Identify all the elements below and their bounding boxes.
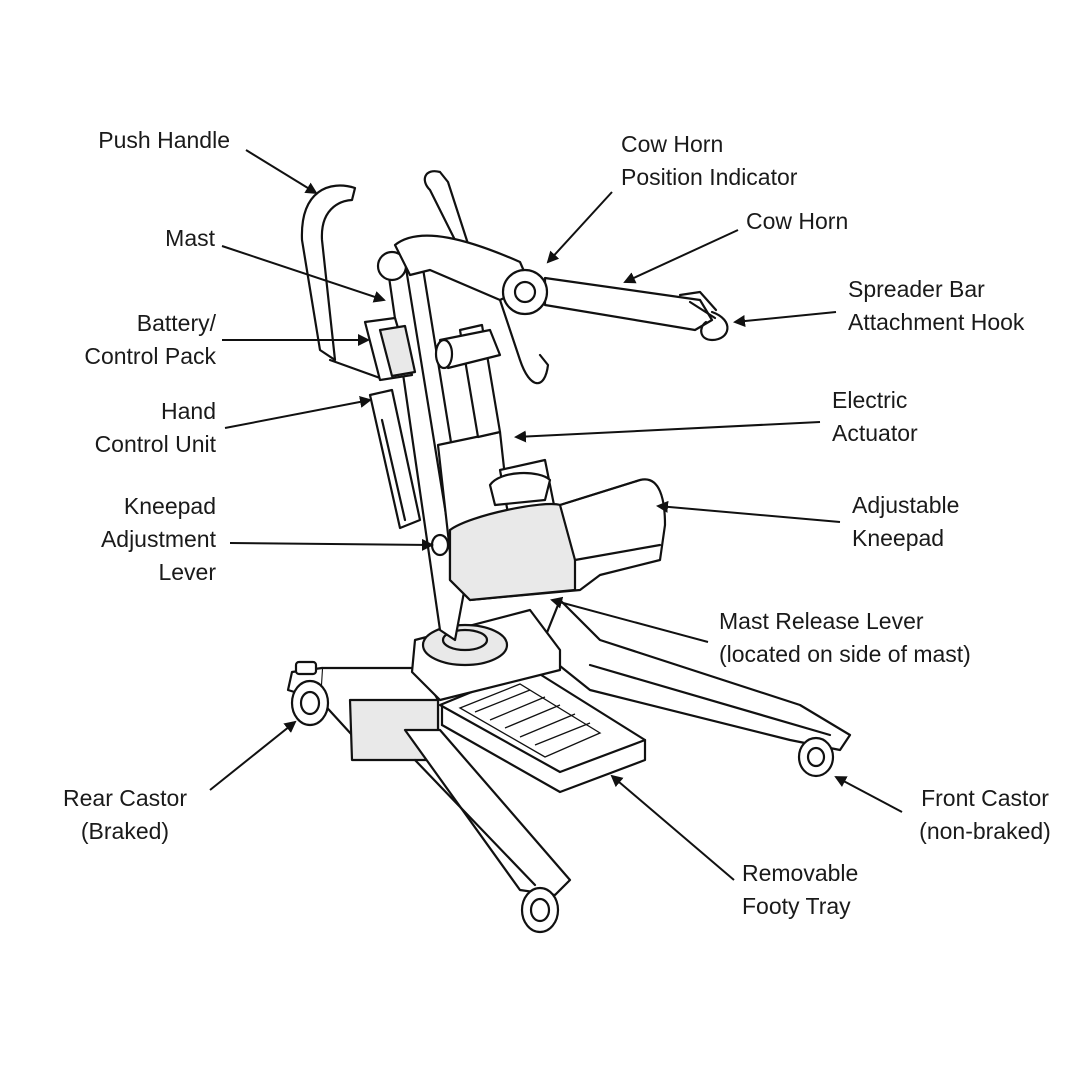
- label-spreader-bar-attachment-hook: Spreader Bar Attachment Hook: [848, 273, 1024, 339]
- arrow-cow-horn: [623, 229, 739, 284]
- label-line: Cow Horn: [621, 131, 724, 157]
- label-line: Adjustment: [100, 526, 216, 552]
- label-line: Mast: [165, 225, 215, 251]
- label-line: (located on side of mast): [719, 641, 971, 667]
- label-line: Lever: [158, 559, 216, 585]
- label-battery-control-pack: Battery/ Control Pack: [40, 307, 216, 373]
- label-line: Spreader Bar: [848, 276, 985, 302]
- arrow-front-castor: [834, 776, 903, 813]
- rear-right-leg: [403, 728, 572, 897]
- label-hand-control-unit: Hand Control Unit: [40, 395, 216, 461]
- cow-horn: [501, 268, 718, 332]
- label-line: Actuator: [832, 420, 918, 446]
- label-line: Battery/: [136, 310, 216, 336]
- arrow-mast-release: [550, 596, 709, 643]
- label-line: (Braked): [80, 818, 170, 844]
- label-line: Hand: [161, 398, 216, 424]
- push-handles: [300, 170, 472, 380]
- arrow-kneepad-lever: [229, 538, 434, 551]
- label-line: Position Indicator: [621, 164, 798, 190]
- front-castor: [797, 736, 835, 778]
- arrow-push-handle: [245, 149, 318, 195]
- label-line: Push Handle: [98, 127, 230, 153]
- hand-control-unit: [368, 388, 422, 530]
- arrow-hand-control: [224, 396, 372, 429]
- label-line: Front Castor: [921, 785, 1049, 811]
- label-push-handle: Push Handle: [60, 124, 230, 157]
- label-line: Removable: [742, 860, 859, 886]
- label-line: Attachment Hook: [848, 309, 1025, 335]
- label-line: Cow Horn: [746, 208, 849, 234]
- label-line: Footy Tray: [742, 893, 851, 919]
- kneepad-assembly: [430, 471, 667, 602]
- arrow-adjustable-kneepad: [656, 500, 841, 523]
- arrow-footy-tray: [610, 774, 735, 881]
- label-line: Control Unit: [94, 431, 216, 457]
- label-line: Kneepad: [123, 493, 216, 519]
- arrow-mast: [221, 245, 386, 303]
- arrow-rear-castor: [209, 720, 297, 791]
- label-line: Control Pack: [84, 343, 216, 369]
- label-adjustable-kneepad: Adjustable Kneepad: [852, 489, 959, 555]
- rear-castor-left: [290, 660, 330, 727]
- label-mast-release-lever: Mast Release Lever (located on side of m…: [719, 605, 971, 671]
- arrow-cow-horn-indicator: [546, 191, 613, 264]
- label-removable-footy-tray: Removable Footy Tray: [742, 857, 858, 923]
- label-front-castor: Front Castor (non-braked): [905, 782, 1065, 848]
- leader-arrows: [209, 149, 903, 881]
- spreader-hook: [498, 298, 729, 385]
- label-electric-actuator: Electric Actuator: [832, 384, 918, 450]
- label-rear-castor: Rear Castor (Braked): [40, 782, 210, 848]
- label-kneepad-adjustment-lever: Kneepad Adjustment Lever: [40, 490, 216, 589]
- label-line: Adjustable: [852, 492, 960, 518]
- label-mast: Mast: [100, 222, 215, 255]
- label-line: Mast Release Lever: [719, 608, 924, 634]
- label-cow-horn-position-indicator: Cow Horn Position Indicator: [621, 128, 797, 194]
- rear-castor-bottom: [520, 886, 560, 934]
- label-line: (non-braked): [919, 818, 1051, 844]
- arrow-spreader-hook: [733, 311, 837, 327]
- label-line: Electric: [832, 387, 908, 413]
- label-line: Rear Castor: [63, 785, 187, 811]
- label-line: Kneepad: [852, 525, 945, 551]
- label-cow-horn: Cow Horn: [746, 205, 848, 238]
- battery-control-pack: [363, 316, 417, 382]
- arrow-electric-actuator: [514, 421, 821, 443]
